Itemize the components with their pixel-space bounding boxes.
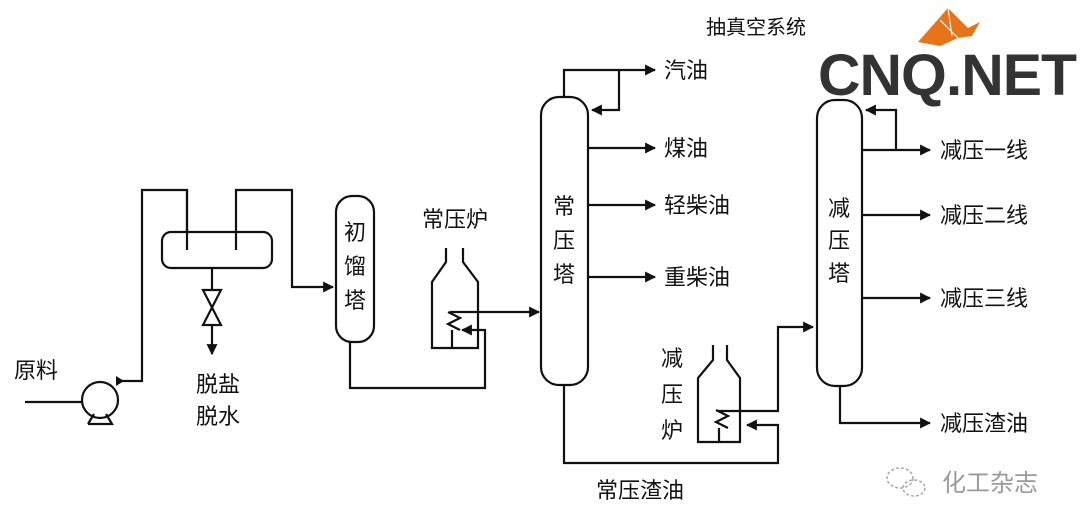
vac-furnace-label-3: 炉	[661, 419, 683, 444]
desalt-label-1: 脱盐	[196, 373, 240, 398]
vac-furnace-outlet	[718, 321, 815, 413]
atm-residue-label: 常压渣油	[596, 479, 684, 504]
flash-tower-label-2: 馏	[344, 255, 366, 280]
gasoline-line	[562, 64, 657, 97]
vac-tower-label-2: 压	[828, 229, 850, 254]
atm-tower-label-3: 塔	[553, 263, 575, 288]
wechat-icon	[886, 467, 926, 497]
heavy-diesel-label: 重柴油	[664, 266, 730, 291]
vac-residue-line	[838, 386, 932, 429]
source-text: 化工杂志	[942, 469, 1038, 497]
atm-residue-line	[562, 385, 780, 465]
feed-pump	[25, 380, 120, 426]
kerosene-label: 煤油	[664, 137, 708, 162]
flash-bottoms-line	[348, 324, 487, 390]
vac-furnace-label-1: 减	[661, 347, 683, 372]
light-diesel-label: 轻柴油	[664, 194, 730, 219]
vac-furnace-label-2: 压	[661, 383, 683, 408]
flash-tower-label-1: 初	[344, 221, 366, 246]
atm-tower-label-1: 常	[553, 195, 575, 220]
vac-furnace	[696, 345, 742, 444]
vac-reflux-line	[864, 104, 898, 150]
atm-reflux-line	[590, 70, 621, 116]
atm-tower-label-2: 压	[553, 229, 575, 254]
vac-residue-label: 减压渣油	[940, 412, 1028, 437]
flash-tower-label-3: 塔	[344, 289, 366, 314]
vac-line-2-label: 减压二线	[940, 204, 1028, 229]
pump-outlet-line	[116, 188, 189, 383]
vac-furnace-coil	[713, 409, 731, 429]
desalt-label-2: 脱水	[196, 405, 240, 430]
vac-line-3-label: 减压三线	[940, 287, 1028, 312]
atm-furnace-coil	[445, 311, 463, 331]
source-watermark: 化工杂志	[886, 467, 1038, 497]
feed-label: 原料	[14, 359, 58, 384]
desalter-vessel	[160, 230, 274, 270]
atm-furnace-label: 常压炉	[422, 208, 488, 233]
logo-text: CNQ.NET	[818, 43, 1077, 108]
vac-tower-label-1: 减	[828, 197, 850, 222]
gasoline-label: 汽油	[664, 59, 708, 84]
valve-icon	[201, 288, 223, 327]
atm-furnace	[430, 248, 480, 350]
vac-tower-label-3: 塔	[828, 262, 850, 287]
vacuum-system-label: 抽真空系统	[706, 15, 806, 39]
origami-bird-icon	[918, 8, 980, 46]
vac-line-1-label: 减压一线	[940, 139, 1028, 164]
cnq-logo: CNQ.NET	[818, 7, 1078, 108]
desalter-outlet-line	[234, 188, 335, 293]
flash-tower	[334, 194, 376, 344]
